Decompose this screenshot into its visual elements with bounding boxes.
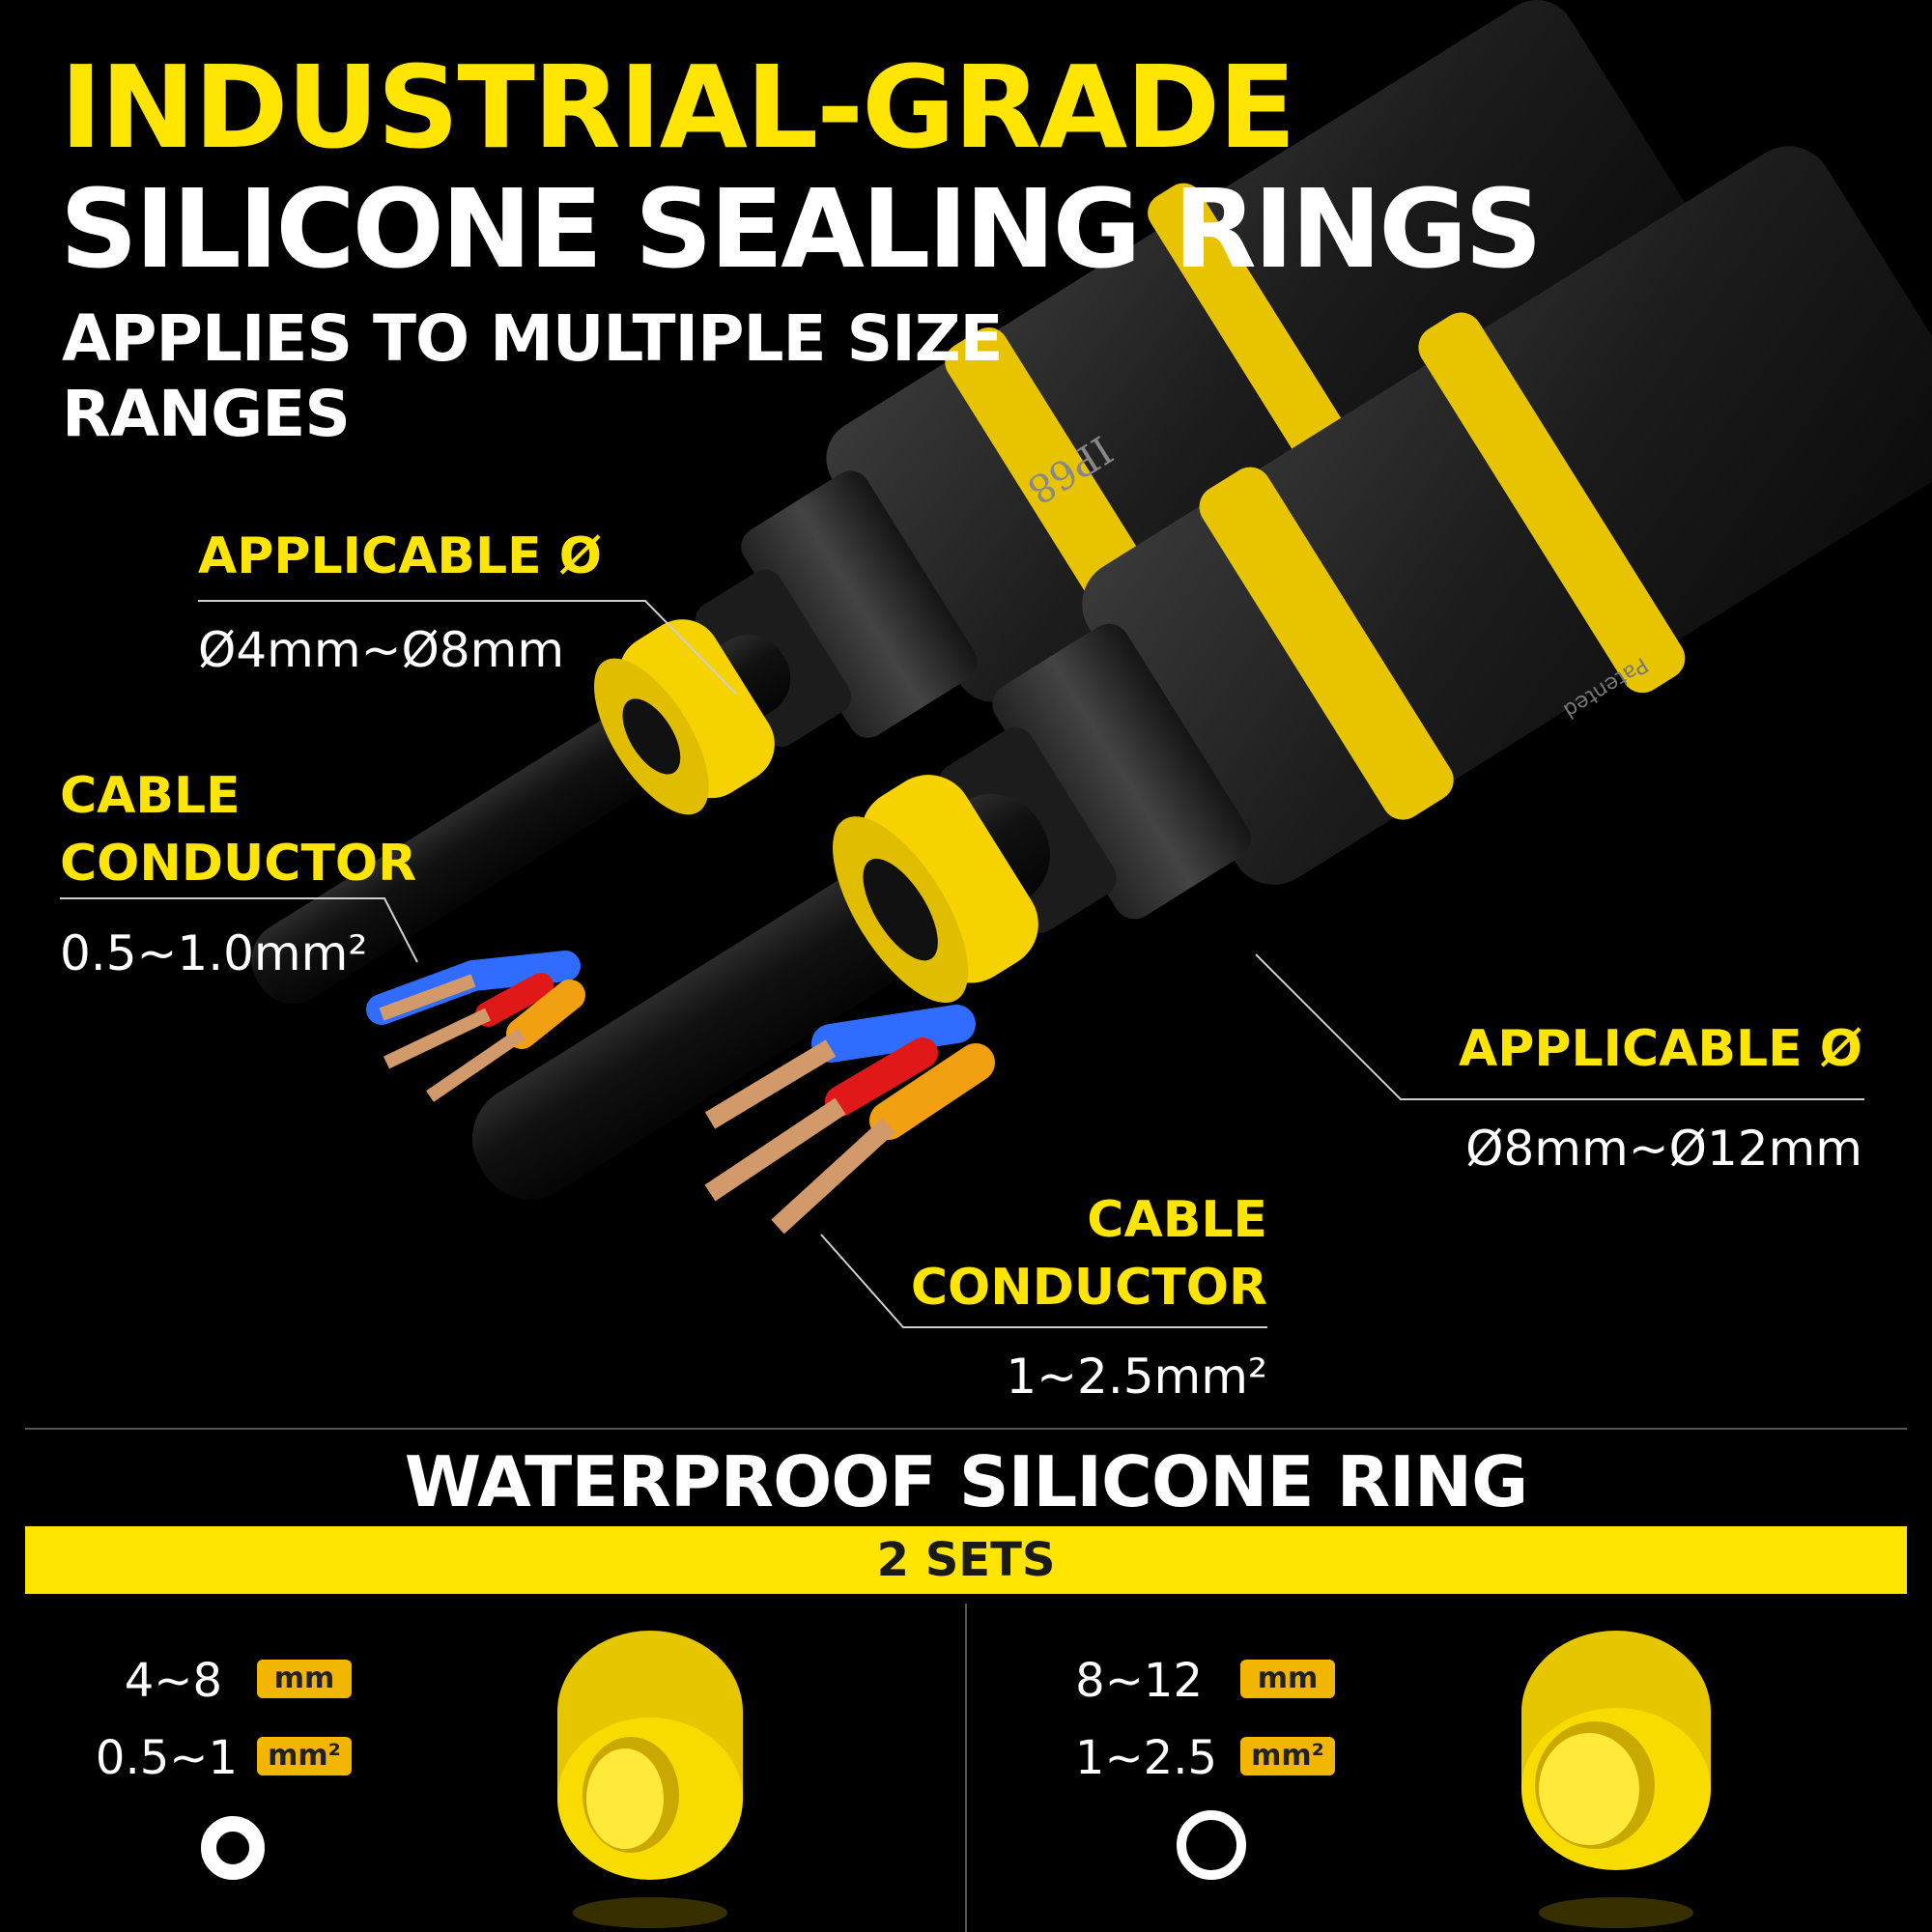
small-diameter-value: Ø4mm~Ø8mm <box>198 622 565 678</box>
set-large-conductor: 1~2.5 <box>1074 1731 1217 1785</box>
title-line-1: INDUSTRIAL-GRADE <box>60 41 1296 174</box>
connector-small <box>251 0 1704 1004</box>
large-conductor-label-2: CONDUCTOR <box>910 1259 1267 1317</box>
small-conductor-value: 0.5~1.0mm² <box>60 925 368 981</box>
set-small-diameter-unit: mm <box>257 1660 352 1698</box>
large-diameter-value: Ø8mm~Ø12mm <box>1465 1121 1862 1177</box>
set-large-conductor-unit: mm² <box>1240 1737 1335 1776</box>
title-line-2: SILICONE SEALING RINGS <box>60 167 1543 293</box>
small-seal-ring-icon <box>557 1631 743 1928</box>
large-diameter-label: APPLICABLE Ø <box>1459 1020 1862 1078</box>
sets-separator <box>965 1604 967 1932</box>
section-title: WATERPROOF SILICONE RING <box>404 1441 1528 1522</box>
set-small-diameter: 4~8 <box>124 1654 222 1708</box>
large-conductor-label-1: CABLE <box>1087 1191 1267 1249</box>
section-divider <box>25 1428 1907 1430</box>
small-cable-wires <box>366 951 585 1102</box>
connector-illustration: IP68 Patented <box>60 0 1932 1328</box>
set-small-conductor-unit: mm² <box>257 1737 352 1776</box>
large-cable-wires <box>704 1005 995 1235</box>
sets-band: 2 SETS <box>25 1526 1907 1594</box>
large-seal-ring-icon <box>1521 1631 1711 1928</box>
set-small-conductor: 0.5~1 <box>95 1731 238 1785</box>
subtitle: APPLIES TO MULTIPLE SIZE RANGES <box>62 301 1004 451</box>
large-oring-icon <box>1177 1810 1246 1880</box>
set-large-diameter: 8~12 <box>1075 1654 1203 1708</box>
large-conductor-value: 1~2.5mm² <box>1006 1349 1267 1405</box>
small-conductor-label-2: CONDUCTOR <box>60 835 417 893</box>
connector-large <box>472 146 1932 1200</box>
small-diameter-label: APPLICABLE Ø <box>198 527 602 585</box>
small-conductor-label-1: CABLE <box>60 767 241 825</box>
set-large-diameter-unit: mm <box>1240 1660 1335 1698</box>
small-oring-icon <box>201 1816 265 1880</box>
